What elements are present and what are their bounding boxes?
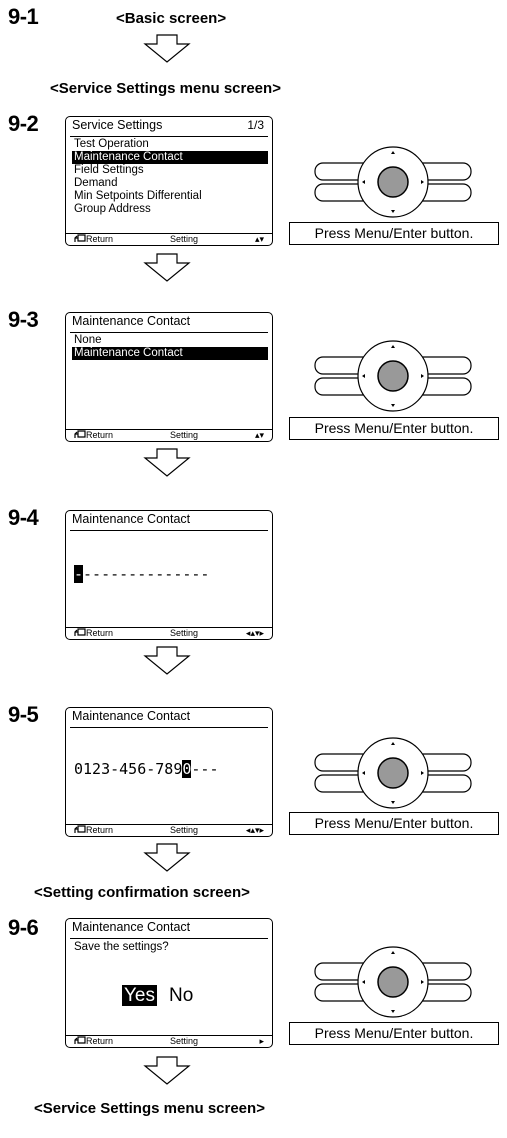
- return-button[interactable]: Return: [74, 430, 113, 441]
- screen-footer: Return Setting ▸: [66, 1035, 272, 1047]
- return-label: Return: [86, 430, 114, 440]
- screen-title: Service Settings: [72, 118, 163, 132]
- yes-no-choice: Yes No: [122, 985, 193, 1007]
- step-9-5-label: 9-5: [8, 702, 39, 727]
- press-menu-enter-note: Press Menu/Enter button.: [289, 417, 499, 440]
- return-button[interactable]: Return: [74, 1036, 113, 1047]
- screen-footer: Return Setting ◂▴▾▸: [66, 824, 272, 836]
- menu-item-demand[interactable]: Demand: [74, 177, 118, 189]
- menu-enter-dial-icon[interactable]: [311, 144, 475, 220]
- entry-before: 0123-456-789: [74, 760, 183, 778]
- menu-item-test-operation[interactable]: Test Operation: [74, 138, 149, 150]
- menu-list: None Maintenance Contact: [72, 334, 268, 360]
- down-arrow-icon: [143, 843, 191, 872]
- setting-label: Setting: [170, 825, 199, 835]
- return-icon: [74, 430, 86, 438]
- step-9-6-label: 9-6: [8, 915, 39, 940]
- contact-number-entry[interactable]: ---------------: [74, 565, 209, 583]
- basic-screen-heading: <Basic screen>: [116, 10, 227, 27]
- return-label: Return: [86, 1036, 114, 1046]
- lcd-screen-9-5: Maintenance Contact 0123-456-7890--- Ret…: [65, 707, 273, 837]
- menu-item-field-settings[interactable]: Field Settings: [74, 164, 144, 176]
- press-menu-enter-note: Press Menu/Enter button.: [289, 222, 499, 245]
- step-9-1-label: 9-1: [8, 4, 39, 29]
- press-menu-enter-note: Press Menu/Enter button.: [289, 1022, 499, 1045]
- right-arrow-icon: ▸: [259, 1036, 264, 1046]
- menu-item-min-setpoints[interactable]: Min Setpoints Differential: [74, 190, 202, 202]
- screen-footer: Return Setting ◂▴▾▸: [66, 627, 272, 639]
- menu-enter-dial-icon[interactable]: [311, 944, 475, 1020]
- return-icon: [74, 825, 86, 833]
- step-9-4-label: 9-4: [8, 505, 39, 530]
- return-label: Return: [86, 234, 114, 244]
- page-indicator: 1/3: [247, 118, 264, 132]
- contact-number-entry[interactable]: 0123-456-7890---: [74, 760, 219, 778]
- setting-confirmation-heading: <Setting confirmation screen>: [34, 884, 250, 901]
- step-9-3-label: 9-3: [8, 307, 39, 332]
- screen-footer: Return Setting ▴▾: [66, 233, 272, 245]
- setting-label: Setting: [170, 1036, 199, 1046]
- down-arrow-icon: [143, 1056, 191, 1085]
- yes-option[interactable]: Yes: [122, 985, 157, 1006]
- press-menu-enter-note: Press Menu/Enter button.: [289, 812, 499, 835]
- menu-list: Test Operation Maintenance Contact Field…: [72, 138, 268, 216]
- menu-item-group-address[interactable]: Group Address: [74, 203, 151, 215]
- title-divider: [70, 938, 268, 939]
- lcd-screen-9-3: Maintenance Contact None Maintenance Con…: [65, 312, 273, 442]
- setting-label: Setting: [170, 628, 199, 638]
- screen-footer: Return Setting ▴▾: [66, 429, 272, 441]
- service-settings-heading-1: <Service Settings menu screen>: [50, 80, 281, 97]
- return-icon: [74, 234, 86, 242]
- entry-rest: --------------: [83, 565, 210, 583]
- return-label: Return: [86, 628, 114, 638]
- option-maintenance-contact[interactable]: Maintenance Contact: [72, 347, 268, 360]
- four-way-arrows-icon: ◂▴▾▸: [245, 825, 264, 835]
- screen-title: Maintenance Contact: [72, 709, 191, 723]
- return-button[interactable]: Return: [74, 628, 113, 639]
- title-divider: [70, 332, 268, 333]
- down-arrow-icon: [143, 34, 191, 63]
- setting-label: Setting: [170, 430, 199, 440]
- return-button[interactable]: Return: [74, 234, 113, 245]
- updown-arrows-icon: ▴▾: [254, 234, 264, 244]
- entry-cursor: -: [74, 565, 84, 583]
- service-settings-heading-2: <Service Settings menu screen>: [34, 1100, 265, 1117]
- setting-label: Setting: [170, 234, 199, 244]
- down-arrow-icon: [143, 253, 191, 282]
- menu-enter-dial-icon[interactable]: [311, 735, 475, 811]
- down-arrow-icon: [143, 646, 191, 675]
- down-arrow-icon: [143, 448, 191, 477]
- step-9-2-label: 9-2: [8, 111, 39, 136]
- return-label: Return: [86, 825, 114, 835]
- return-button[interactable]: Return: [74, 825, 113, 836]
- title-divider: [70, 530, 268, 531]
- screen-title: Maintenance Contact: [72, 314, 191, 328]
- four-way-arrows-icon: ◂▴▾▸: [245, 628, 264, 638]
- return-icon: [74, 1036, 86, 1044]
- lcd-screen-9-2: Service Settings 1/3 Test Operation Main…: [65, 116, 273, 246]
- title-divider: [70, 136, 268, 137]
- updown-arrows-icon: ▴▾: [254, 430, 264, 440]
- screen-title: Maintenance Contact: [72, 920, 191, 934]
- return-icon: [74, 628, 86, 636]
- screen-title: Maintenance Contact: [72, 512, 191, 526]
- menu-enter-dial-icon[interactable]: [311, 338, 475, 414]
- save-prompt: Save the settings?: [74, 941, 169, 953]
- option-none[interactable]: None: [74, 334, 102, 346]
- entry-cursor: 0: [182, 760, 192, 778]
- lcd-screen-9-6: Maintenance Contact Save the settings? Y…: [65, 918, 273, 1048]
- menu-item-maintenance-contact[interactable]: Maintenance Contact: [72, 151, 268, 164]
- no-option[interactable]: No: [169, 985, 194, 1006]
- title-divider: [70, 727, 268, 728]
- lcd-screen-9-4: Maintenance Contact --------------- Retu…: [65, 510, 273, 640]
- entry-after: ---: [191, 760, 219, 778]
